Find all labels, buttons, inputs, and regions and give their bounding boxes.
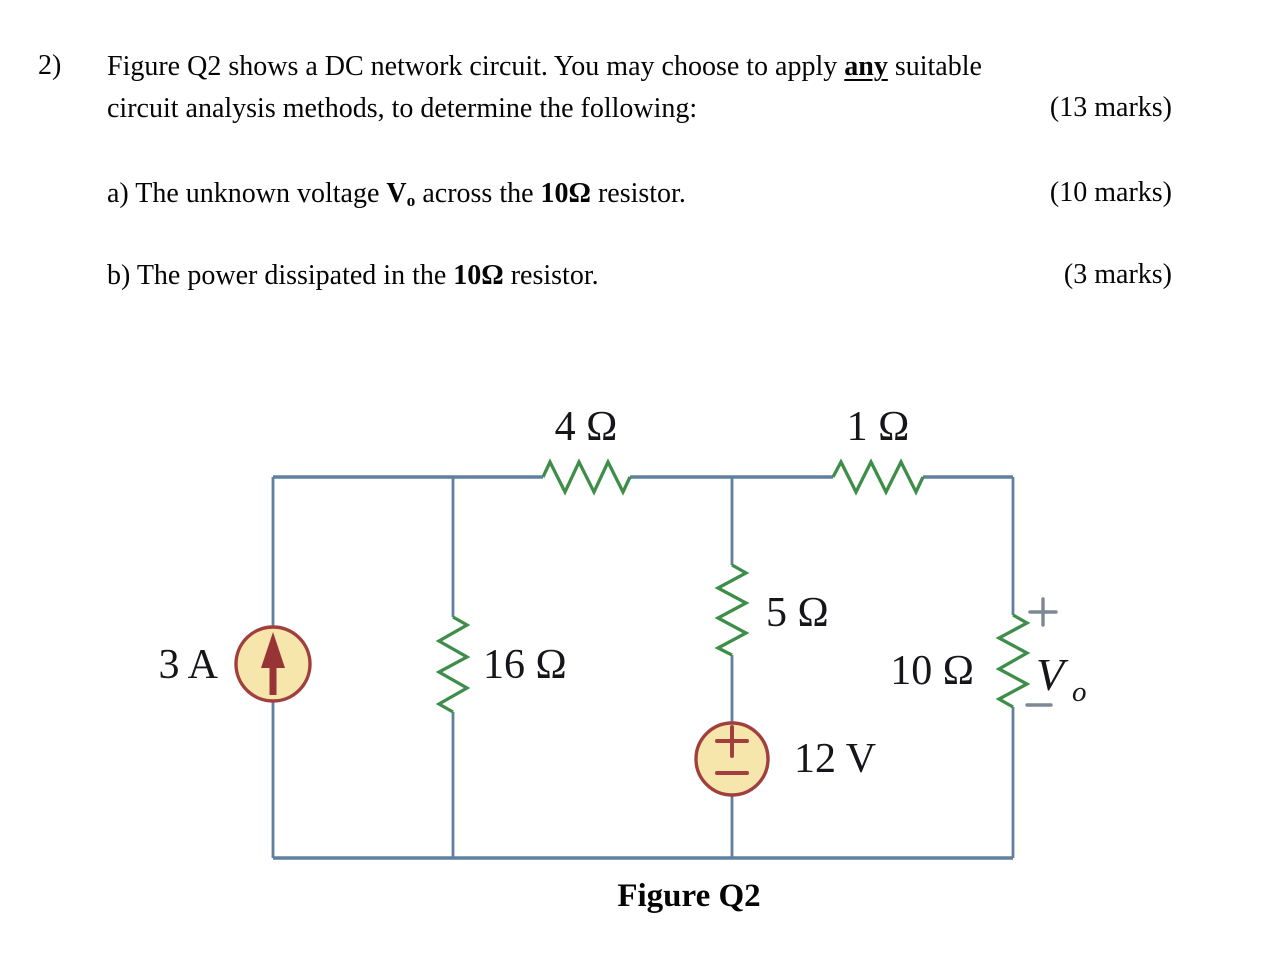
part-b-post: resistor. <box>503 260 599 291</box>
question-line1-post: suitable <box>887 51 982 82</box>
question-line1: Figure Q2 shows a DC network circuit. Yo… <box>107 50 982 84</box>
label-resistor-16ohm: 16 Ω <box>483 642 567 688</box>
part-a-post: resistor. <box>590 178 686 209</box>
label-vo-subscript: o <box>1072 676 1087 708</box>
part-b-marks: (3 marks) <box>1063 259 1172 290</box>
question-line1-pre: Figure Q2 shows a DC network circuit. Yo… <box>107 51 845 82</box>
vo-plus-icon <box>1028 597 1058 627</box>
part-a-line: a) The unknown voltage Vo across the 10Ω… <box>107 177 686 218</box>
label-resistor-10ohm: 10 Ω <box>890 648 974 694</box>
part-b-resistor-value: 10Ω <box>453 260 504 291</box>
part-a-voltage-subscript: o <box>406 190 416 210</box>
label-resistor-1ohm: 1 Ω <box>847 404 910 450</box>
resistor-5ohm <box>714 563 750 657</box>
part-a-resistor-value: 10Ω <box>540 178 591 209</box>
voltage-source-12v <box>694 721 770 797</box>
resistor-10ohm <box>995 613 1031 709</box>
label-current-source: 3 A <box>158 642 218 688</box>
part-b-line: b) The power dissipated in the 10Ω resis… <box>107 259 599 293</box>
voltage-source-circle <box>694 721 770 797</box>
part-b-pre: b) The power dissipated in the <box>107 260 454 291</box>
part-a-marks: (10 marks) <box>1049 177 1172 208</box>
resistor-1ohm <box>831 458 925 496</box>
resistor-4ohm <box>541 458 632 496</box>
label-voltage-source: 12 V <box>794 736 876 782</box>
question-emphasis-any: any <box>844 51 888 82</box>
question-line2: circuit analysis methods, to determine t… <box>107 93 698 124</box>
figure-caption: Figure Q2 <box>617 878 761 914</box>
label-vo-symbol: V <box>1036 649 1069 700</box>
current-arrow-up-icon <box>261 632 285 668</box>
label-resistor-4ohm: 4 Ω <box>555 404 618 450</box>
part-a-mid: across the <box>415 178 541 209</box>
question-number: 2) <box>38 50 62 81</box>
voltage-source-plus-icon <box>715 725 749 758</box>
part-a-pre: a) The unknown voltage <box>107 178 387 209</box>
label-resistor-5ohm: 5 Ω <box>766 590 829 636</box>
current-source-3a <box>234 625 312 703</box>
resistor-16ohm <box>435 615 471 714</box>
question-marks: (13 marks) <box>1049 92 1172 123</box>
circuit-wires <box>271 475 1015 860</box>
part-a-voltage-symbol: V <box>386 178 407 209</box>
